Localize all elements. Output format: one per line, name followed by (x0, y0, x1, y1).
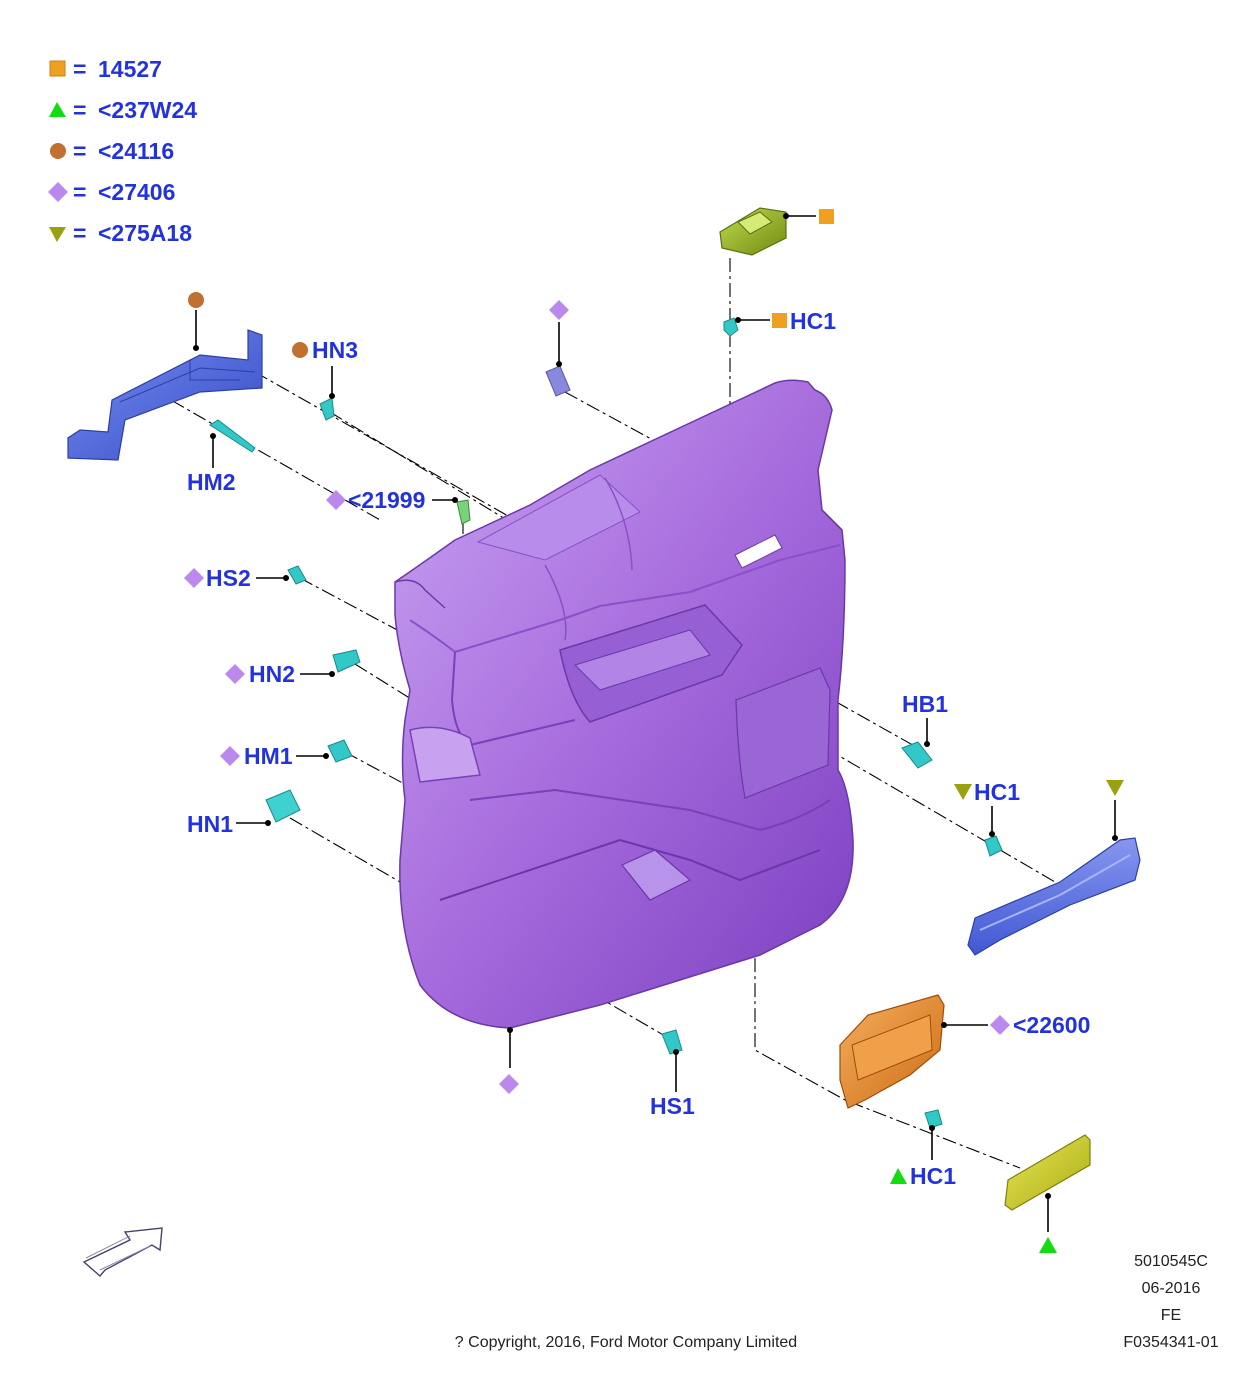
diamond-marker-icon (225, 664, 245, 684)
triangle-down-marker-icon (954, 784, 972, 800)
armrest-part (967, 837, 1141, 956)
clip-hn3 (319, 397, 335, 421)
circle-marker-icon (188, 292, 204, 308)
diamond-marker-icon (184, 568, 204, 588)
callout-27406-bottom (499, 1027, 519, 1094)
copyright: ? Copyright, 2016, Ford Motor Company Li… (455, 1334, 797, 1351)
legend-text: <275A18 (98, 220, 192, 246)
label-hm1: HM1 (244, 743, 293, 769)
circle-marker-icon (50, 143, 66, 159)
clip-21999 (456, 499, 471, 525)
callout-hn1: HN1 (187, 811, 271, 837)
legend-item-triangle-up: = <237W24 (49, 97, 197, 123)
fasteners (209, 317, 1003, 1129)
clip-hm2 (209, 419, 256, 453)
legend-text: <237W24 (98, 97, 197, 123)
legend-item-triangle-down: = <275A18 (49, 220, 192, 246)
footer: 5010545C 06-2016 FE F0354341-01 ? Copyri… (455, 1253, 1219, 1351)
label-hb1: HB1 (902, 691, 948, 717)
triangle-down-marker-icon (1106, 780, 1124, 796)
diamond-marker-icon (549, 300, 569, 320)
clip-hc1-mid (984, 835, 1003, 857)
diamond-marker-icon (48, 182, 68, 202)
callout-hm2: HM2 (187, 433, 236, 495)
diamond-marker-icon (990, 1015, 1010, 1035)
callout-hs2: HS2 (184, 565, 289, 591)
clip-hc1-bottom (924, 1109, 943, 1129)
orientation-arrow-icon (82, 1227, 163, 1277)
legend-equals: = (73, 220, 86, 246)
switch-bezel-part (719, 207, 787, 256)
callout-armrest (1106, 780, 1124, 841)
callout-hb1: HB1 (902, 691, 948, 747)
label-hm2: HM2 (187, 469, 236, 495)
label-hn1: HN1 (187, 811, 233, 837)
door-trim-panel (394, 379, 854, 1029)
clip-27406 (545, 365, 571, 397)
label-22600: <22600 (1013, 1012, 1090, 1038)
callout-21999: <21999 (326, 487, 458, 513)
callout-27406-top (549, 300, 569, 367)
callout-hn2: HN2 (225, 661, 335, 687)
callout-hs1: HS1 (650, 1049, 695, 1119)
label-hc1-bottom: HC1 (910, 1163, 956, 1189)
legend-equals: = (73, 179, 86, 205)
square-marker-icon (819, 209, 834, 224)
callout-hm1: HM1 (220, 743, 329, 769)
drawing-region: FE (1161, 1307, 1181, 1324)
legend-item-square: = 14527 (49, 56, 162, 82)
circle-marker-icon (292, 342, 308, 358)
legend-text: 14527 (98, 56, 162, 82)
legend-equals: = (73, 97, 86, 123)
legend: = 14527 = <237W24 = <24116 = <27406 = <2… (48, 56, 197, 246)
callout-hc1-bottom: HC1 (890, 1125, 956, 1189)
legend-equals: = (73, 138, 86, 164)
legend-item-circle: = <24116 (50, 138, 174, 164)
door-handle-part (839, 994, 945, 1109)
label-hs2: HS2 (206, 565, 251, 591)
callouts: HN3 HC1 HM2 <21999 (184, 209, 1124, 1253)
diamond-marker-icon (326, 490, 346, 510)
diamond-marker-icon (499, 1074, 519, 1094)
callout-hc1-top: HC1 (735, 308, 836, 334)
square-marker-icon (772, 313, 787, 328)
triangle-up-marker-icon (1039, 1237, 1057, 1253)
legend-text: <24116 (98, 138, 174, 164)
legend-text: <27406 (98, 179, 175, 205)
label-hn2: HN2 (249, 661, 295, 687)
label-hs1: HS1 (650, 1093, 695, 1119)
callout-cover (1039, 1193, 1057, 1253)
diamond-marker-icon (220, 746, 240, 766)
clip-hc1-top (723, 317, 739, 337)
clip-hs2 (287, 565, 307, 585)
label-hn3: HN3 (312, 337, 358, 363)
triangle-up-marker-icon (49, 102, 66, 117)
callout-hn3: HN3 (292, 337, 358, 399)
legend-item-diamond: = <27406 (48, 179, 175, 205)
clip-hm1 (327, 739, 353, 763)
drawing-code: 5010545C (1134, 1253, 1208, 1270)
label-hc1-top: HC1 (790, 308, 836, 334)
square-marker-icon (49, 60, 66, 77)
clip-hb1 (901, 741, 933, 769)
callout-hc1-mid: HC1 (954, 779, 1020, 837)
label-21999: <21999 (348, 487, 425, 513)
bracket-part (67, 329, 263, 461)
clip-hn1 (265, 789, 301, 823)
triangle-up-marker-icon (890, 1168, 907, 1184)
clip-hs1 (661, 1029, 683, 1055)
drawing-id: F0354341-01 (1123, 1334, 1218, 1351)
handle-cover-part (1004, 1134, 1091, 1211)
label-hc1-mid: HC1 (974, 779, 1020, 805)
callout-bracket (188, 292, 204, 351)
drawing-date: 06-2016 (1142, 1280, 1201, 1297)
clip-hn2 (332, 649, 361, 673)
triangle-down-marker-icon (49, 227, 66, 242)
callout-bezel (783, 209, 834, 224)
callout-22600: <22600 (941, 1012, 1090, 1038)
legend-equals: = (73, 56, 86, 82)
